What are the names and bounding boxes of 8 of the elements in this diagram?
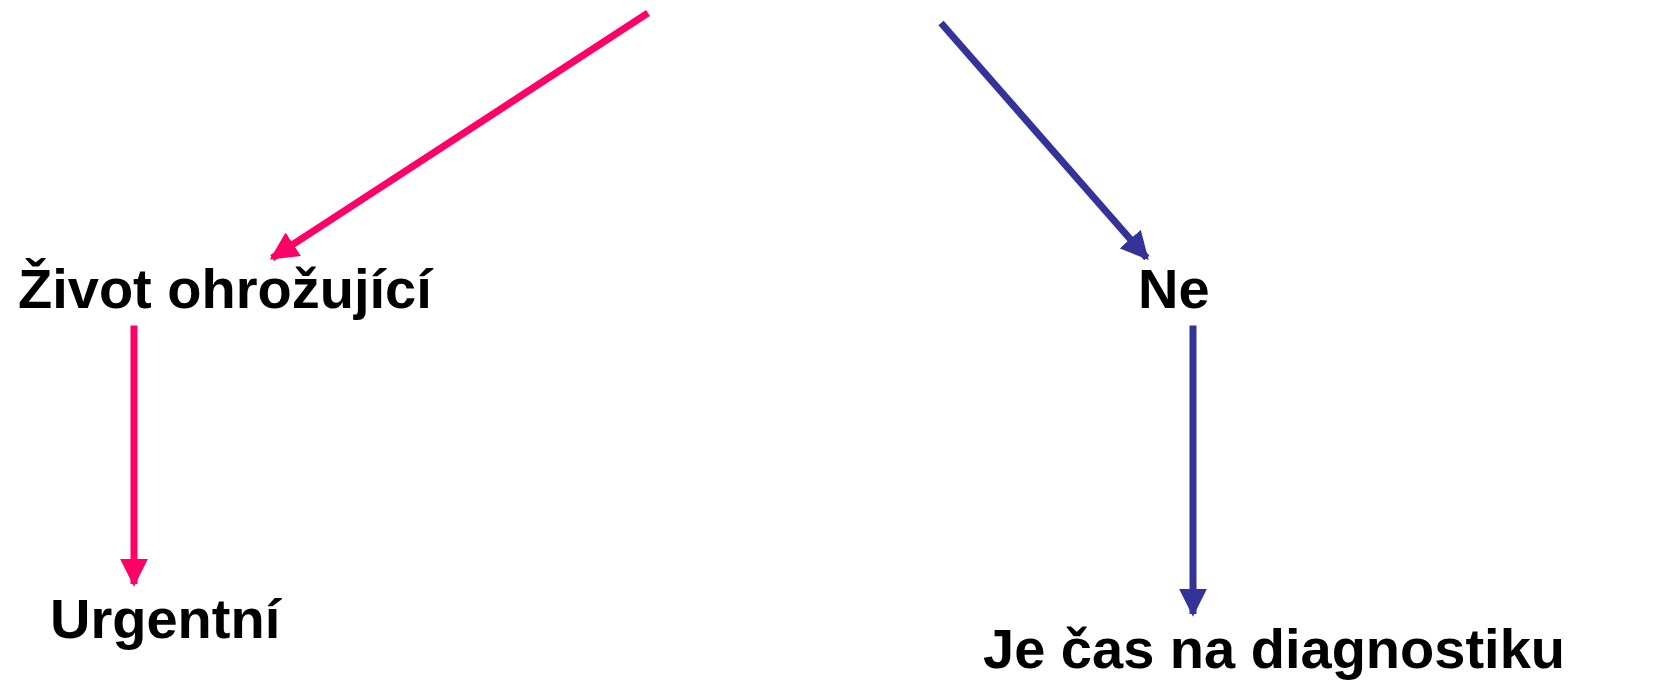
node-label: Život ohrožující: [18, 258, 432, 320]
arrow: [938, 20, 1150, 261]
arrow: [120, 325, 148, 587]
node-label: Ne: [1138, 258, 1210, 320]
node-label: Urgentní: [50, 588, 281, 650]
arrow: [269, 10, 650, 261]
node-label: Je čas na diagnostiku: [983, 618, 1565, 680]
arrow: [1179, 325, 1207, 617]
